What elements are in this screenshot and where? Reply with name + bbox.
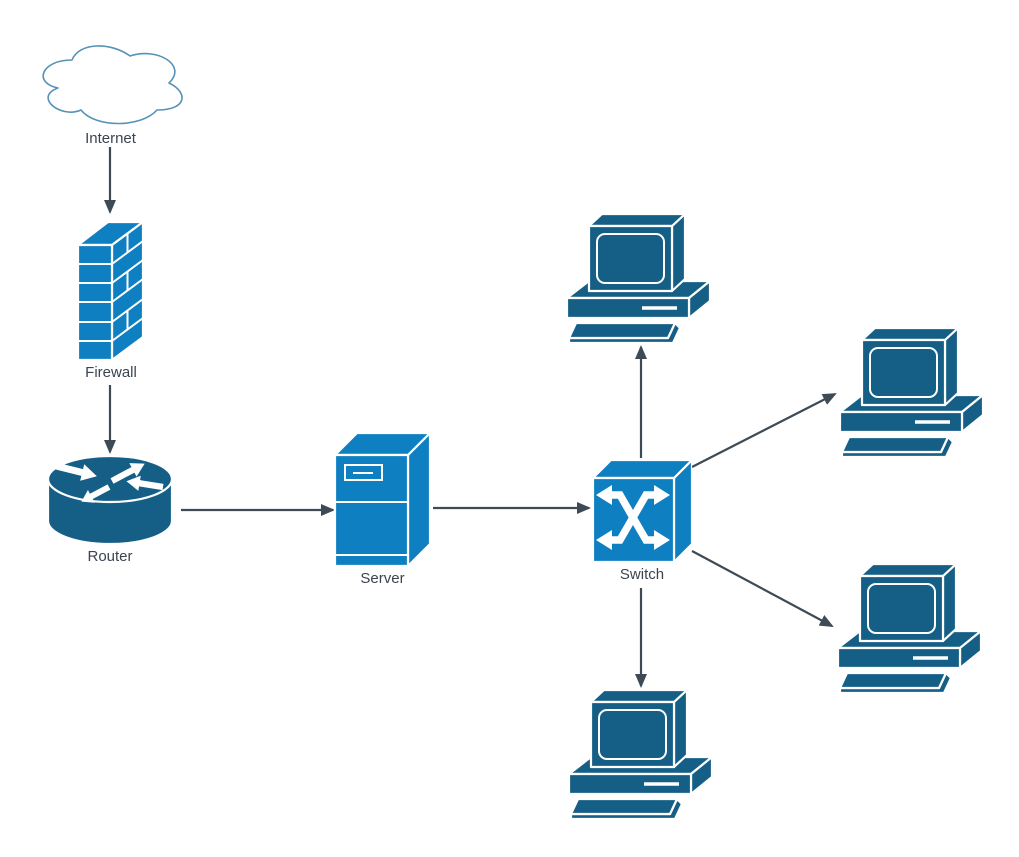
internet-cloud-icon <box>42 45 183 125</box>
node-workstation-bottom[interactable] <box>567 688 715 820</box>
server-icon <box>334 432 431 568</box>
node-workstation-right-top[interactable] <box>838 326 986 458</box>
node-router[interactable]: Router <box>46 454 174 566</box>
workstation-icon <box>836 562 984 694</box>
node-internet-label: Internet <box>85 130 136 147</box>
switch-icon <box>592 458 692 564</box>
router-icon <box>46 454 174 546</box>
node-internet[interactable]: Internet <box>33 38 188 148</box>
node-router-label: Router <box>87 548 133 565</box>
node-workstation-top[interactable] <box>565 212 713 344</box>
edge-switch-workstation-right-bottom[interactable] <box>691 550 834 627</box>
firewall-icon <box>76 220 145 362</box>
node-switch-label: Switch <box>619 566 665 583</box>
workstation-icon <box>838 326 986 458</box>
node-switch[interactable]: Switch <box>592 458 692 584</box>
node-server[interactable]: Server <box>334 432 431 588</box>
node-workstation-right-bottom[interactable] <box>836 562 984 694</box>
node-firewall-label: Firewall <box>85 364 137 381</box>
edge-switch-workstation-right-top[interactable] <box>691 393 837 468</box>
workstation-icon <box>567 688 715 820</box>
node-server-label: Server <box>360 570 405 587</box>
node-firewall[interactable]: Firewall <box>76 218 146 382</box>
workstation-icon <box>565 212 713 344</box>
